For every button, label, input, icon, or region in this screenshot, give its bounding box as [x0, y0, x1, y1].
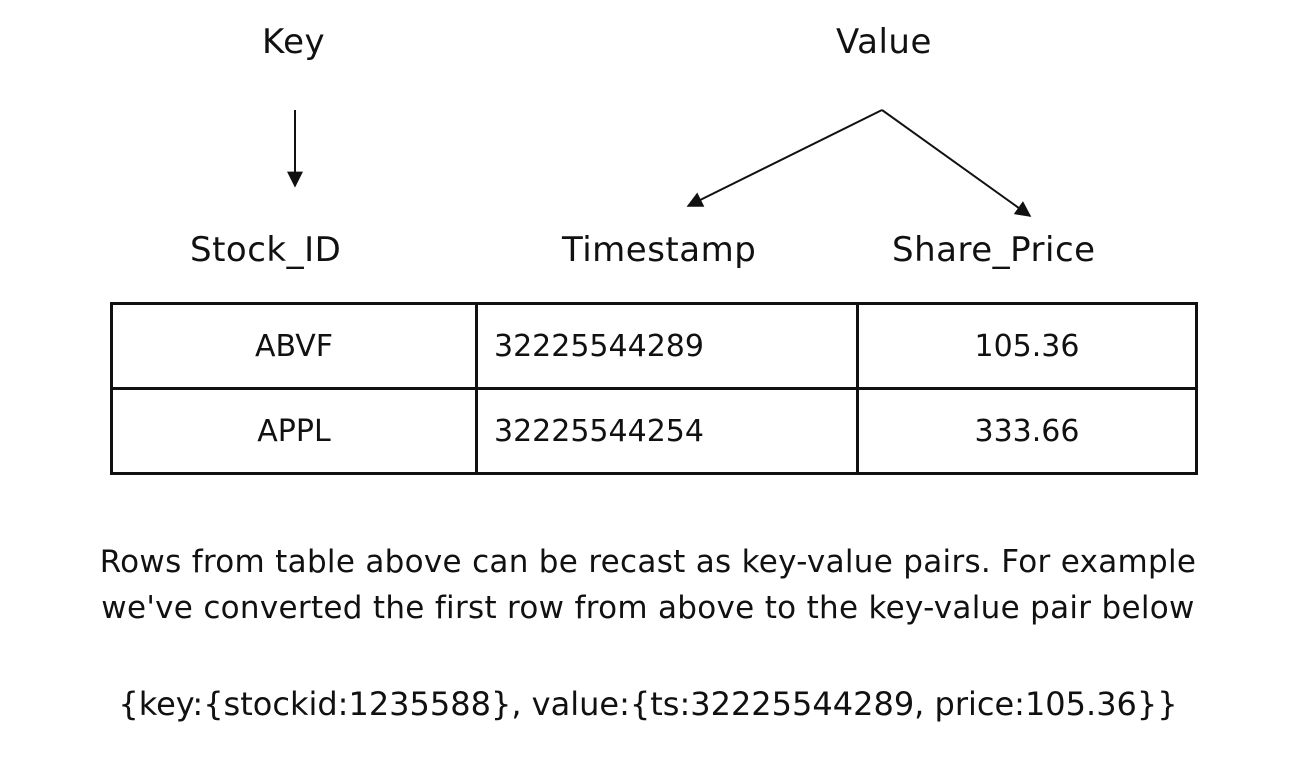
column-header-share-price: Share_Price — [892, 230, 1096, 270]
key-label: Key — [262, 22, 326, 62]
table-cell: APPL — [110, 387, 478, 475]
column-header-stock-id: Stock_ID — [190, 230, 342, 270]
table-row: ABVF 32225544289 105.36 — [110, 302, 1198, 390]
table-cell: 105.36 — [856, 302, 1198, 390]
column-header-timestamp: Timestamp — [562, 230, 757, 270]
table-cell: 32225544289 — [475, 302, 859, 390]
value-arrow-share-price — [881, 109, 1032, 217]
table-row: APPL 32225544254 333.66 — [110, 387, 1198, 475]
table-cell: 333.66 — [856, 387, 1198, 475]
table-cell: 32225544254 — [475, 387, 859, 475]
key-value-example: {key:{stockid:1235588}, value:{ts:322255… — [118, 685, 1178, 723]
caption-line-1: Rows from table above can be recast as k… — [99, 544, 1197, 580]
value-label: Value — [836, 22, 932, 62]
stock-table: ABVF 32225544289 105.36 APPL 32225544254… — [110, 302, 1198, 475]
value-arrow-timestamp — [686, 109, 883, 207]
table-cell: ABVF — [110, 302, 478, 390]
caption-line-2: we've converted the first row from above… — [101, 590, 1195, 626]
